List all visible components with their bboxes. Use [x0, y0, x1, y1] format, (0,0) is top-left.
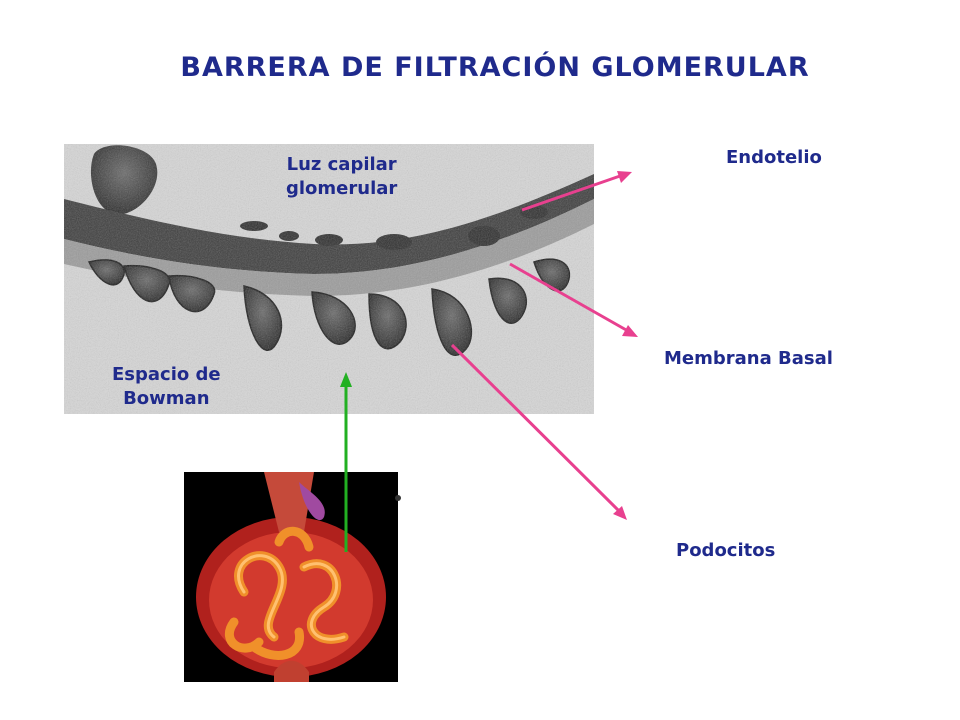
label-espacio-line1: Espacio de [112, 364, 221, 385]
label-podocitos: Podocitos [676, 540, 776, 561]
label-luz-line2: glomerular [286, 178, 398, 199]
label-luz-capilar: Luz capilar glomerular [286, 153, 397, 201]
label-espacio-line2: Bowman [123, 388, 210, 409]
label-luz-line1: Luz capilar [286, 154, 397, 175]
label-espacio-bowman: Espacio de Bowman [112, 363, 221, 411]
glomerulus-illustration [184, 472, 398, 682]
page-title: BARRERA DE FILTRACIÓN GLOMERULAR [180, 52, 810, 83]
label-membrana-basal: Membrana Basal [664, 348, 833, 369]
label-endotelio: Endotelio [726, 147, 822, 168]
electron-micrograph-image [64, 144, 594, 414]
